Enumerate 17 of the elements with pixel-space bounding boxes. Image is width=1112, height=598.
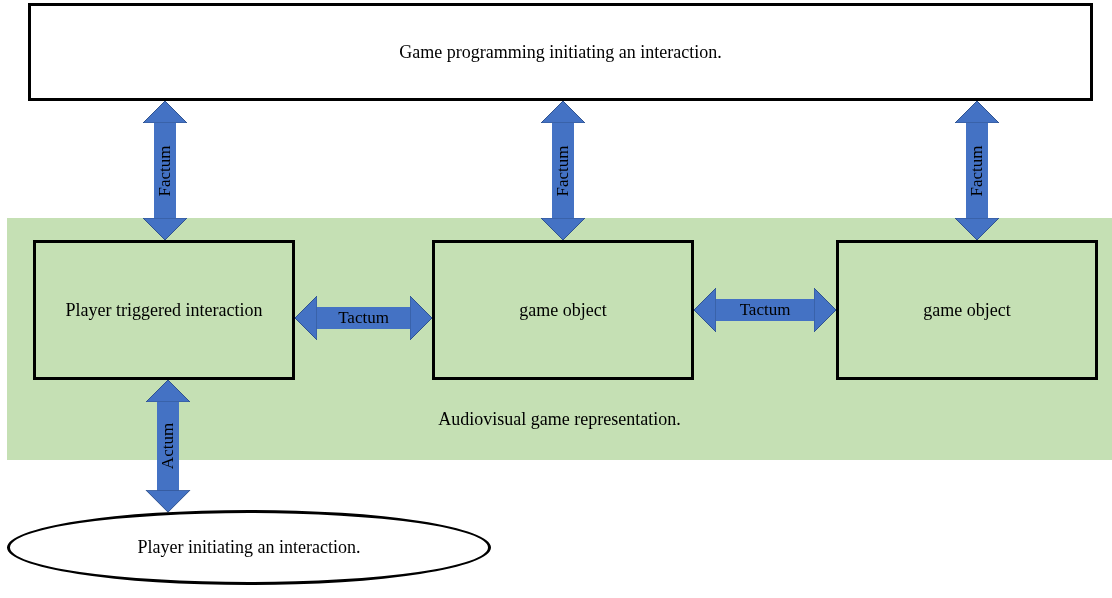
- edge-label: Tactum: [338, 308, 389, 328]
- double-arrow: [145, 379, 191, 513]
- process-box: game object: [836, 240, 1098, 380]
- edge-label: Factum: [967, 145, 987, 196]
- process-box: game object: [432, 240, 694, 380]
- process-box: Game programming initiating an interaction.: [28, 3, 1093, 101]
- ellipse-node: Player initiating an interaction.: [7, 510, 491, 585]
- double-arrow: [693, 287, 837, 333]
- double-arrow: [540, 100, 586, 241]
- edge-label: Actum: [158, 422, 178, 470]
- edge-label: Tactum: [739, 300, 791, 320]
- edge-label: Factum: [155, 145, 175, 196]
- edge-label: Factum: [553, 145, 573, 196]
- double-arrow: [294, 295, 433, 341]
- double-arrow: [954, 100, 1000, 241]
- process-box: Player triggered interaction: [33, 240, 295, 380]
- double-arrow: [142, 100, 188, 241]
